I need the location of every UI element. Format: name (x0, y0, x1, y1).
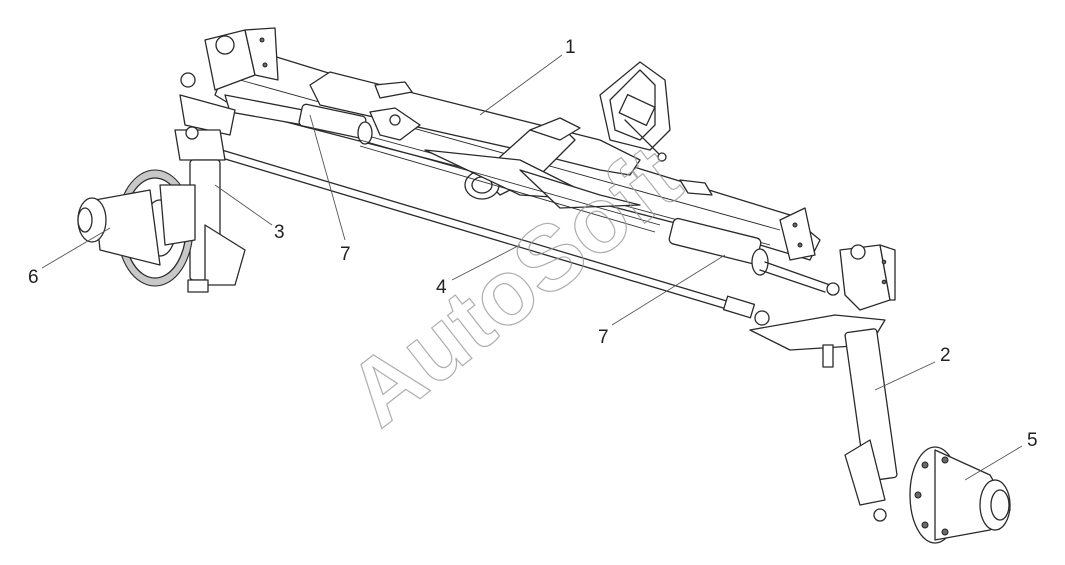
axle-beam (214, 54, 821, 261)
callout-3: 3 (274, 222, 285, 243)
callout-4: 4 (436, 277, 447, 298)
callout-7-lower: 7 (598, 327, 609, 348)
left-steering-knuckle (174, 72, 246, 293)
leader-lines (41, 54, 1023, 481)
callout-6: 6 (28, 267, 39, 288)
callout-labels: 1 2 3 4 5 6 7 7 (28, 37, 1038, 451)
steering-cylinder-right (668, 217, 840, 296)
left-mount-bracket (204, 27, 279, 91)
callout-7-upper: 7 (340, 244, 351, 265)
callout-1: 1 (565, 37, 576, 58)
right-kingpin-leg (749, 314, 898, 522)
callout-2: 2 (940, 345, 951, 366)
right-mount-bracket (779, 207, 896, 311)
left-wheel-hub-sprocket (77, 169, 196, 287)
callout-5: 5 (1027, 430, 1038, 451)
steering-cylinder-left (224, 94, 661, 233)
right-wheel-hub (909, 446, 1011, 544)
